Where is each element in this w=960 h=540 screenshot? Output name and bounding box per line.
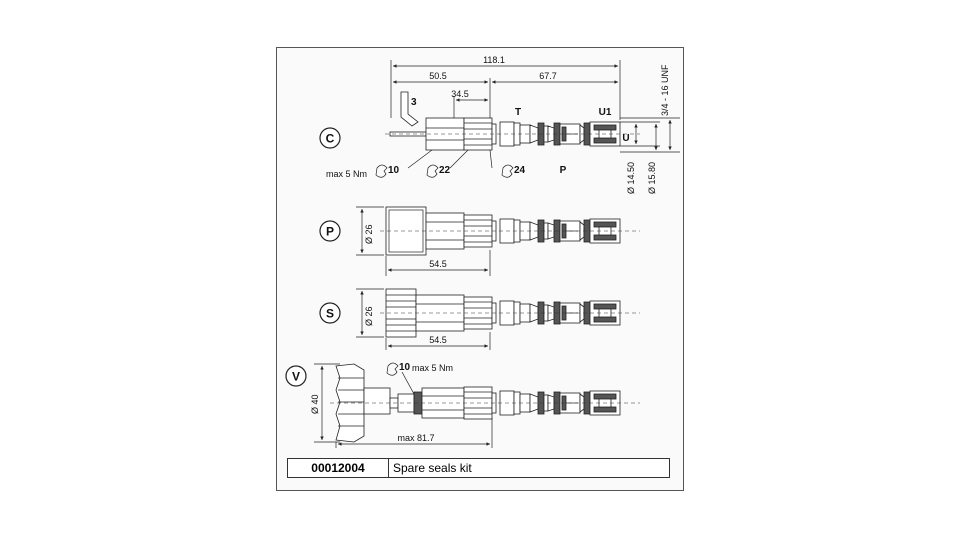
p-dia: Ø 26: [364, 224, 374, 244]
port-p-label: P: [560, 165, 567, 176]
variant-c-code: C: [326, 132, 335, 146]
dim-dia-1: Ø 14.50: [626, 162, 636, 194]
hex-key-icon: [400, 91, 419, 127]
dim-thread: 3/4 - 16 UNF: [660, 64, 670, 116]
c-wrench-24-size: 24: [514, 165, 526, 176]
part-table-row: 00012004 Spare seals kit: [287, 458, 670, 478]
port-t-label: T: [515, 107, 521, 118]
v-wrench-10-icon: [386, 362, 399, 376]
part-description: Spare seals kit: [393, 461, 472, 475]
v-len: max 81.7: [397, 433, 434, 443]
variant-p-code: P: [326, 225, 334, 239]
variant-v-drawing: V Ø 40 max 81.7 10 max 5 Nm: [285, 362, 640, 448]
wrench-24-icon: [501, 164, 514, 178]
s-dia: Ø 26: [364, 306, 374, 326]
variant-s-marker: [319, 302, 341, 324]
variant-v-marker: [285, 365, 307, 387]
wrench-10-icon: [375, 164, 388, 178]
v-wrench-10-size: 10: [399, 362, 411, 373]
port-u1-label: U1: [599, 107, 612, 118]
p-len: 54.5: [429, 259, 447, 269]
wrench-22-icon: [426, 164, 439, 178]
port-u-label: U: [622, 133, 629, 144]
variant-c-drawing: C 118.1 50.5 67.7 34.5 3 T U1 U P 3/4 - …: [319, 55, 680, 194]
dim-dia-2: Ø 15.80: [647, 162, 657, 194]
variant-c-marker: [319, 127, 341, 149]
variant-p-marker: [319, 220, 341, 242]
variant-s-code: S: [326, 307, 334, 321]
p-cap: [385, 206, 427, 256]
variant-s-drawing: S Ø 26 54.5: [319, 288, 640, 350]
s-len: 54.5: [429, 335, 447, 345]
dim-overall-length: 118.1: [483, 55, 505, 65]
c-wrench-22-size: 22: [439, 165, 451, 176]
c-torque-label: max 5 Nm: [326, 169, 367, 179]
dim-length-b: 67.7: [539, 71, 557, 81]
v-dia: Ø 40: [310, 394, 320, 414]
variant-v-code: V: [292, 370, 300, 384]
dim-length-a: 50.5: [429, 71, 447, 81]
c-wrench-10-size: 10: [388, 165, 400, 176]
variant-p-drawing: P Ø 26 54.5: [319, 206, 640, 276]
part-code: 00012004: [288, 459, 389, 477]
dim-hex-key: 3: [411, 97, 417, 108]
v-handwheel: [335, 363, 365, 443]
v-torque-label: max 5 Nm: [412, 363, 453, 373]
dim-length-c: 34.5: [451, 89, 469, 99]
